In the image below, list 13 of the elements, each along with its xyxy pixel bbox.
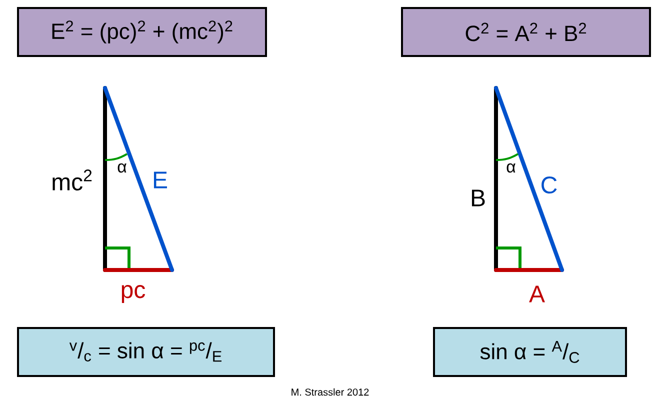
side-label: mc$^{2}$ [52, 170, 92, 190]
formula-box: sin α = $^{A}$/$_{C}$ [433, 327, 627, 377]
angle-label: α [118, 163, 126, 173]
side-label: C [542, 176, 557, 194]
angle-label: α [506, 163, 516, 173]
formula-box: C$^{2}$ = A$^{2}$ + B$^{2}$ [401, 7, 651, 57]
formula-box: E$^{2}$ = (pc)$^{2}$ + (mc$^{2}$)$^{2}$ [17, 7, 267, 57]
side-label: E [154, 172, 167, 188]
side-label: pc [122, 285, 146, 303]
side-label: A [529, 286, 545, 302]
side-label: B [472, 190, 485, 206]
credit-text: M. Strassler 2012 [292, 388, 369, 396]
formula-box: $^{v}$/$_{c}$ = sin α = $^{pc}$/$_{E}$ [17, 327, 275, 377]
